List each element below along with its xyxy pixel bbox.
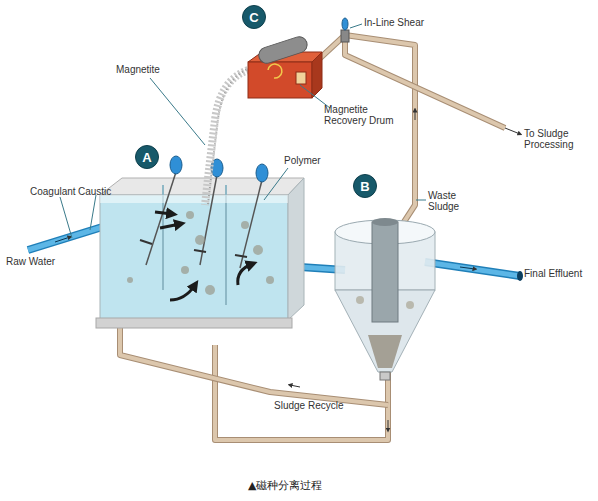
part-label: Polymer: [284, 155, 344, 166]
part-label: To Sludge Processing: [524, 128, 594, 150]
floc-particle: [253, 245, 263, 255]
part-label: Magnetite Recovery Drum: [324, 104, 394, 126]
part-label: Caustic: [78, 186, 138, 197]
flow-arrow: [505, 128, 520, 134]
caption: ▲磁种分离过程: [248, 478, 322, 493]
flow-arrow: [415, 110, 416, 120]
mixers: [140, 156, 268, 268]
impeller: [140, 240, 152, 244]
pipe: [425, 262, 520, 276]
mixing-arrows: [155, 212, 252, 300]
pipe: [120, 320, 388, 405]
mixer-shaft: [240, 180, 262, 268]
pipe: [425, 262, 520, 276]
step-circle: C: [242, 5, 266, 29]
mixing-arrow: [160, 224, 180, 228]
leader-line: [416, 200, 426, 201]
step-circle: A: [135, 145, 159, 169]
pipe: [345, 35, 505, 128]
leader-line: [150, 78, 205, 145]
floc-particle: [241, 221, 249, 229]
floc-particle: [195, 235, 205, 245]
flow-arrow: [388, 420, 389, 430]
step-letter: B: [360, 179, 369, 194]
pipe: [120, 320, 388, 405]
leader-line: [60, 197, 72, 238]
drum-label: [296, 72, 306, 84]
magnetite-stream: [205, 68, 250, 205]
step-letter: C: [249, 10, 258, 25]
step-circle: B: [353, 174, 377, 198]
pipe-end: [517, 271, 523, 281]
settled-sludge: [368, 335, 402, 368]
part-label: Final Effluent: [524, 268, 584, 279]
magnetite-dust: [205, 70, 248, 205]
part-label: In-Line Shear: [364, 17, 444, 28]
flow-arrow: [55, 237, 70, 242]
shear-motor: [342, 18, 348, 30]
mixing-tank: [96, 178, 304, 328]
floc-particle: [266, 276, 274, 284]
part-label: Sludge Recycle: [274, 400, 354, 411]
magnetite-dust: [208, 68, 250, 205]
step-letter: A: [142, 150, 151, 165]
tank-side: [288, 178, 304, 320]
leader-line: [90, 195, 96, 230]
mixing-arrow: [155, 212, 172, 214]
mixing-arrow: [238, 264, 252, 285]
leader-line: [350, 24, 362, 28]
drum-box-side: [312, 52, 322, 98]
impeller: [194, 250, 206, 252]
mixer-motor: [170, 156, 182, 174]
clarifier: [335, 218, 435, 380]
mixer-motor: [256, 164, 268, 182]
outlet: [380, 372, 390, 380]
tank-base: [96, 318, 292, 328]
in-line-shear: [341, 18, 349, 42]
drum-box-front: [248, 62, 312, 98]
floc-particle: [406, 301, 414, 309]
drum: [257, 35, 309, 66]
floc-particle: [127, 277, 133, 283]
pipe: [28, 224, 112, 250]
center-well-top: [372, 218, 398, 226]
shear-body: [341, 30, 349, 42]
tank-rim: [100, 178, 304, 195]
part-label: Raw Water: [6, 256, 76, 267]
flow-arrow: [290, 385, 300, 387]
leader-lines: [60, 24, 426, 238]
mixing-arrow: [170, 285, 195, 300]
floc-particle: [356, 296, 364, 304]
part-label: Waste Sludge: [428, 190, 478, 212]
floc-particle: [181, 266, 189, 274]
part-label: Magnetite: [116, 64, 186, 75]
floc-particle: [186, 211, 194, 219]
water-surface: [100, 195, 288, 203]
rotation-mark: [268, 64, 282, 78]
recovery-drum: [248, 35, 322, 98]
floc-particle: [205, 285, 215, 295]
flow-arrow: [460, 267, 475, 269]
impeller: [235, 255, 247, 257]
floc: [127, 211, 274, 295]
tank-front: [100, 195, 288, 320]
leader-line: [264, 168, 288, 200]
pipe: [345, 35, 505, 128]
mixer-shaft: [146, 172, 176, 265]
center-well: [372, 222, 398, 322]
pipe: [28, 224, 112, 250]
